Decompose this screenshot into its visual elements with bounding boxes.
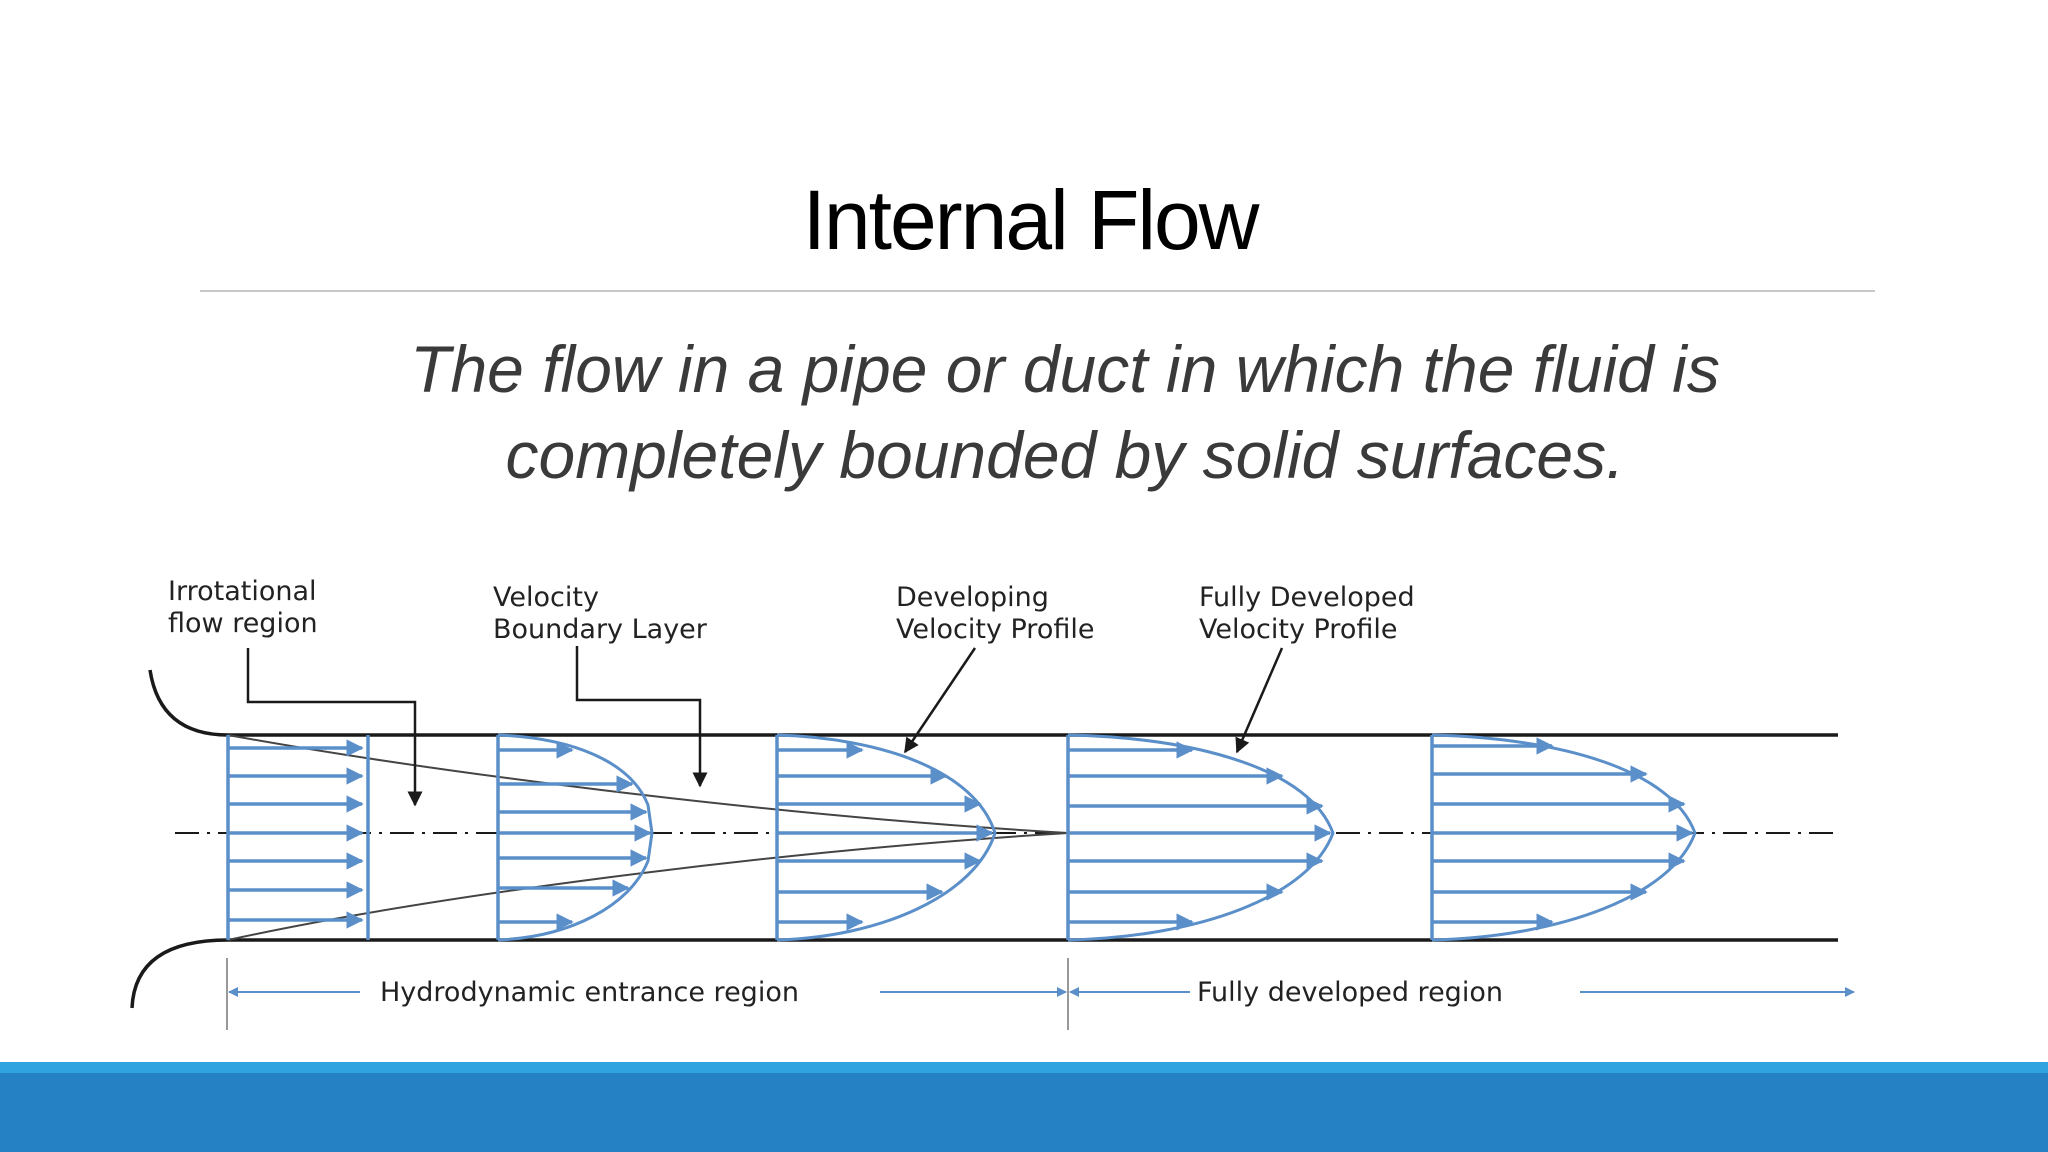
developing-label-line-2: Velocity Profile (896, 614, 1094, 645)
irrotational-leader-arrow (246, 648, 423, 807)
fully-developed-velocity-profile-1 (1066, 733, 1335, 942)
pipe-inlet-top-wall (148, 669, 1838, 737)
boundary-layer-bottom (227, 832, 1069, 941)
uniform-velocity-profile (226, 735, 370, 940)
subtitle-line-2: completely bounded by solid surfaces. (505, 418, 1625, 492)
slide-title: Internal Flow (802, 173, 1260, 267)
entrance-region-label: Hydrodynamic entrance region (380, 977, 799, 1008)
fully-developed-velocity-profile-2 (1430, 733, 1697, 942)
developing-profile-leader-arrow (903, 647, 977, 754)
boundary-layer-label-line-1: Velocity (493, 582, 599, 613)
footer-accent-stripe (0, 1062, 2048, 1073)
irrotational-label-line-2: flow region (168, 608, 318, 639)
subtitle-line-1: The flow in a pipe or duct in which the … (410, 332, 1720, 406)
developed-label-line-1: Fully Developed (1199, 582, 1415, 613)
boundary-layer-velocity-profile (496, 733, 654, 942)
boundary-layer-label-line-2: Boundary Layer (493, 614, 708, 645)
pipe-inlet-bottom-wall (130, 938, 1838, 1009)
developed-profile-leader-arrow (1235, 647, 1284, 754)
developing-label-line-1: Developing (896, 582, 1049, 613)
developing-velocity-profile (775, 733, 997, 942)
slide-subtitle: The flow in a pipe or duct in which the … (200, 326, 1930, 498)
developed-label-line-2: Velocity Profile (1199, 614, 1397, 645)
developed-region-label: Fully developed region (1197, 977, 1503, 1008)
boundary-layer-leader-arrow (575, 646, 708, 788)
footer-band (0, 1073, 2048, 1152)
title-divider (200, 290, 1875, 292)
pipe-flow-diagram: Irrotational flow region Velocity Bounda… (130, 576, 1855, 1030)
irrotational-label-line-1: Irrotational (168, 576, 317, 607)
boundary-layer-top (227, 734, 1069, 834)
